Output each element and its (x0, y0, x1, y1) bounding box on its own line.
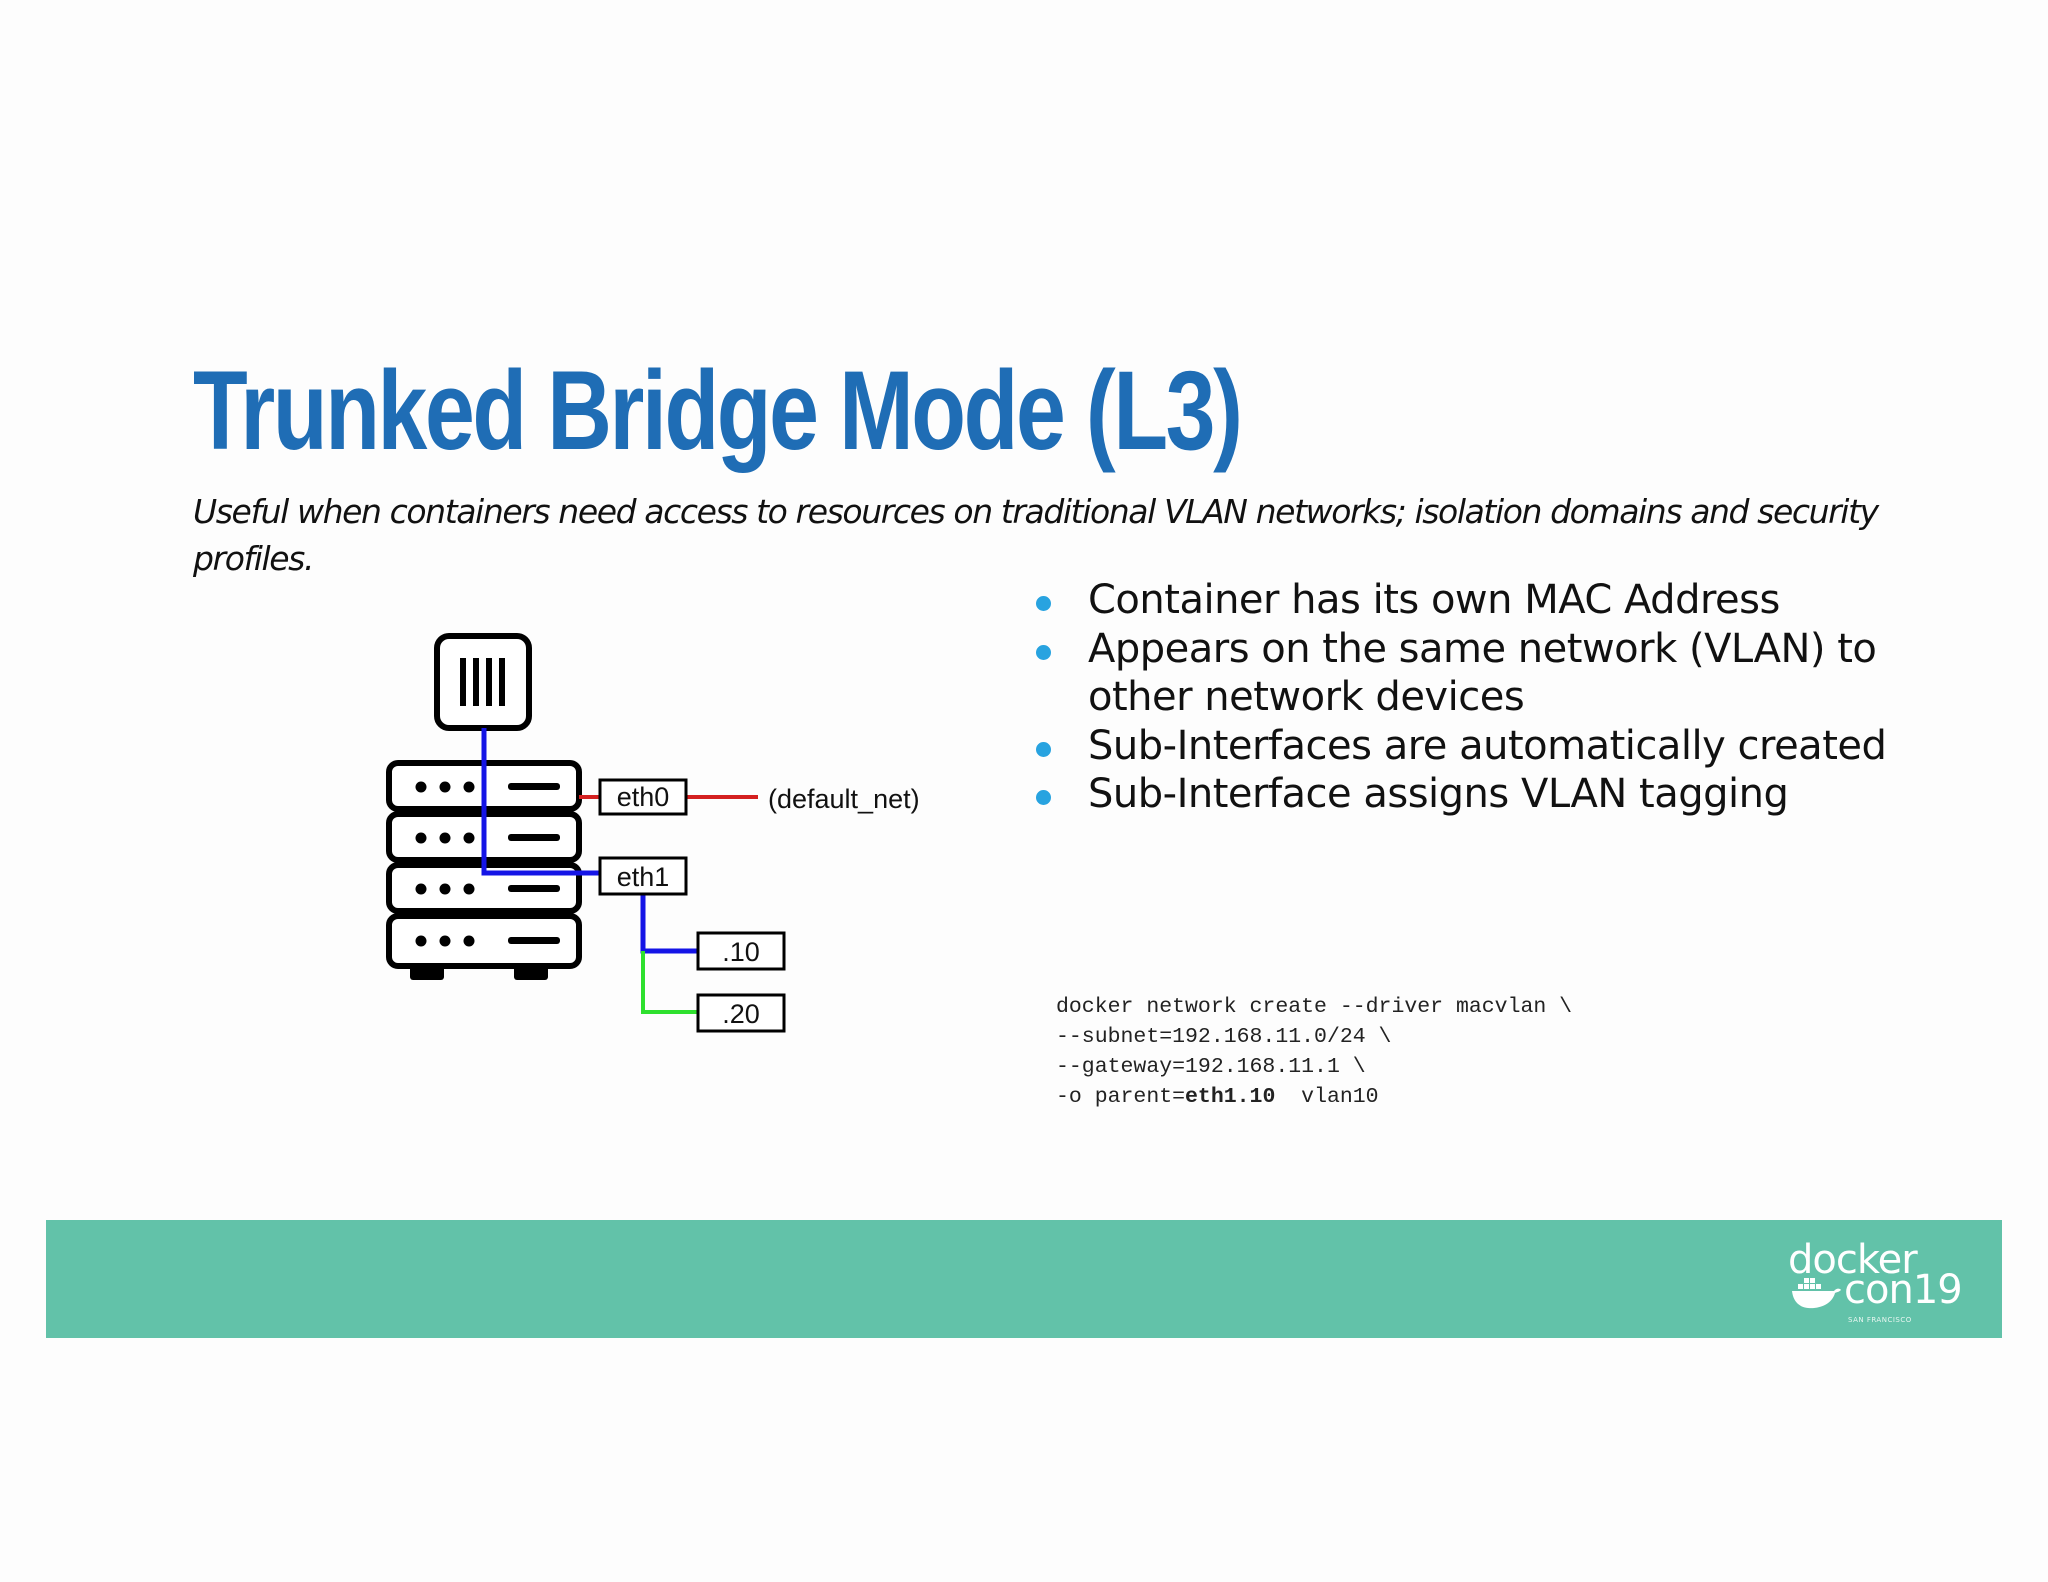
sub-interface-10: .10 (696, 931, 786, 971)
code-line: --gateway=192.168.11.1 \ (1056, 1055, 1366, 1079)
vlan10-link (640, 895, 698, 954)
code-line: --subnet=192.168.11.0/24 \ (1056, 1025, 1392, 1049)
feature-text: Appears on the same network (VLAN) to ot… (1088, 625, 1877, 721)
bullet-icon (1036, 644, 1051, 660)
sub-interface-20: .20 (696, 993, 786, 1033)
feature-item: Container has its own MAC Address (1032, 576, 1892, 625)
feature-item: Sub-Interfaces are automatically created (1032, 722, 1892, 771)
eth0-label: eth0 (617, 782, 670, 812)
whale-icon (1792, 1278, 1841, 1309)
logo-location-text: SAN FRANCISCO (1848, 1316, 1912, 1324)
bullet-icon (1036, 741, 1051, 757)
eth1-label: eth1 (617, 862, 670, 892)
logo-con-text: con19 (1844, 1267, 1963, 1313)
bullet-icon (1036, 790, 1051, 805)
eth1-trunk-link (481, 728, 600, 876)
footer-band: docker con19 SAN FRANCISCO (46, 1220, 2002, 1338)
container-icon (434, 633, 532, 731)
eth0-interface: eth0 (598, 778, 688, 816)
feature-item: Appears on the same network (VLAN) to ot… (1032, 625, 1892, 722)
code-parent-interface: eth1.10 (1185, 1085, 1276, 1109)
slide-subtitle: Useful when containers need access to re… (193, 492, 1879, 578)
sub20-label: .20 (722, 999, 760, 1029)
default-net-label: (default_net) (768, 784, 920, 814)
eth1-interface: eth1 (598, 856, 688, 896)
code-line: -o parent=eth1.10 vlan10 (1056, 1082, 1572, 1112)
feature-list: Container has its own MAC Address Appear… (1032, 576, 1892, 819)
code-line: docker network create --driver macvlan \ (1056, 995, 1573, 1019)
feature-text: Sub-Interfaces are automatically created (1088, 722, 1887, 769)
bullet-icon (1036, 596, 1051, 611)
logo-docker-text: docker (1788, 1237, 1918, 1283)
docker-command-block: docker network create --driver macvlan \… (1056, 992, 1572, 1112)
vlan20-link (641, 951, 698, 1014)
feature-text: Container has its own MAC Address (1088, 577, 1780, 623)
code-network-name: vlan10 (1275, 1085, 1379, 1109)
dockercon-logo: docker con19 SAN FRANCISCO (1788, 1240, 1978, 1332)
feature-item: Sub-Interface assigns VLAN tagging (1032, 770, 1892, 819)
slide-title: Trunked Bridge Mode (L3) (193, 348, 1243, 473)
code-parent-prefix: -o parent= (1056, 1085, 1186, 1109)
feature-text: Sub-Interface assigns VLAN tagging (1088, 771, 1789, 817)
sub10-label: .10 (722, 937, 760, 967)
